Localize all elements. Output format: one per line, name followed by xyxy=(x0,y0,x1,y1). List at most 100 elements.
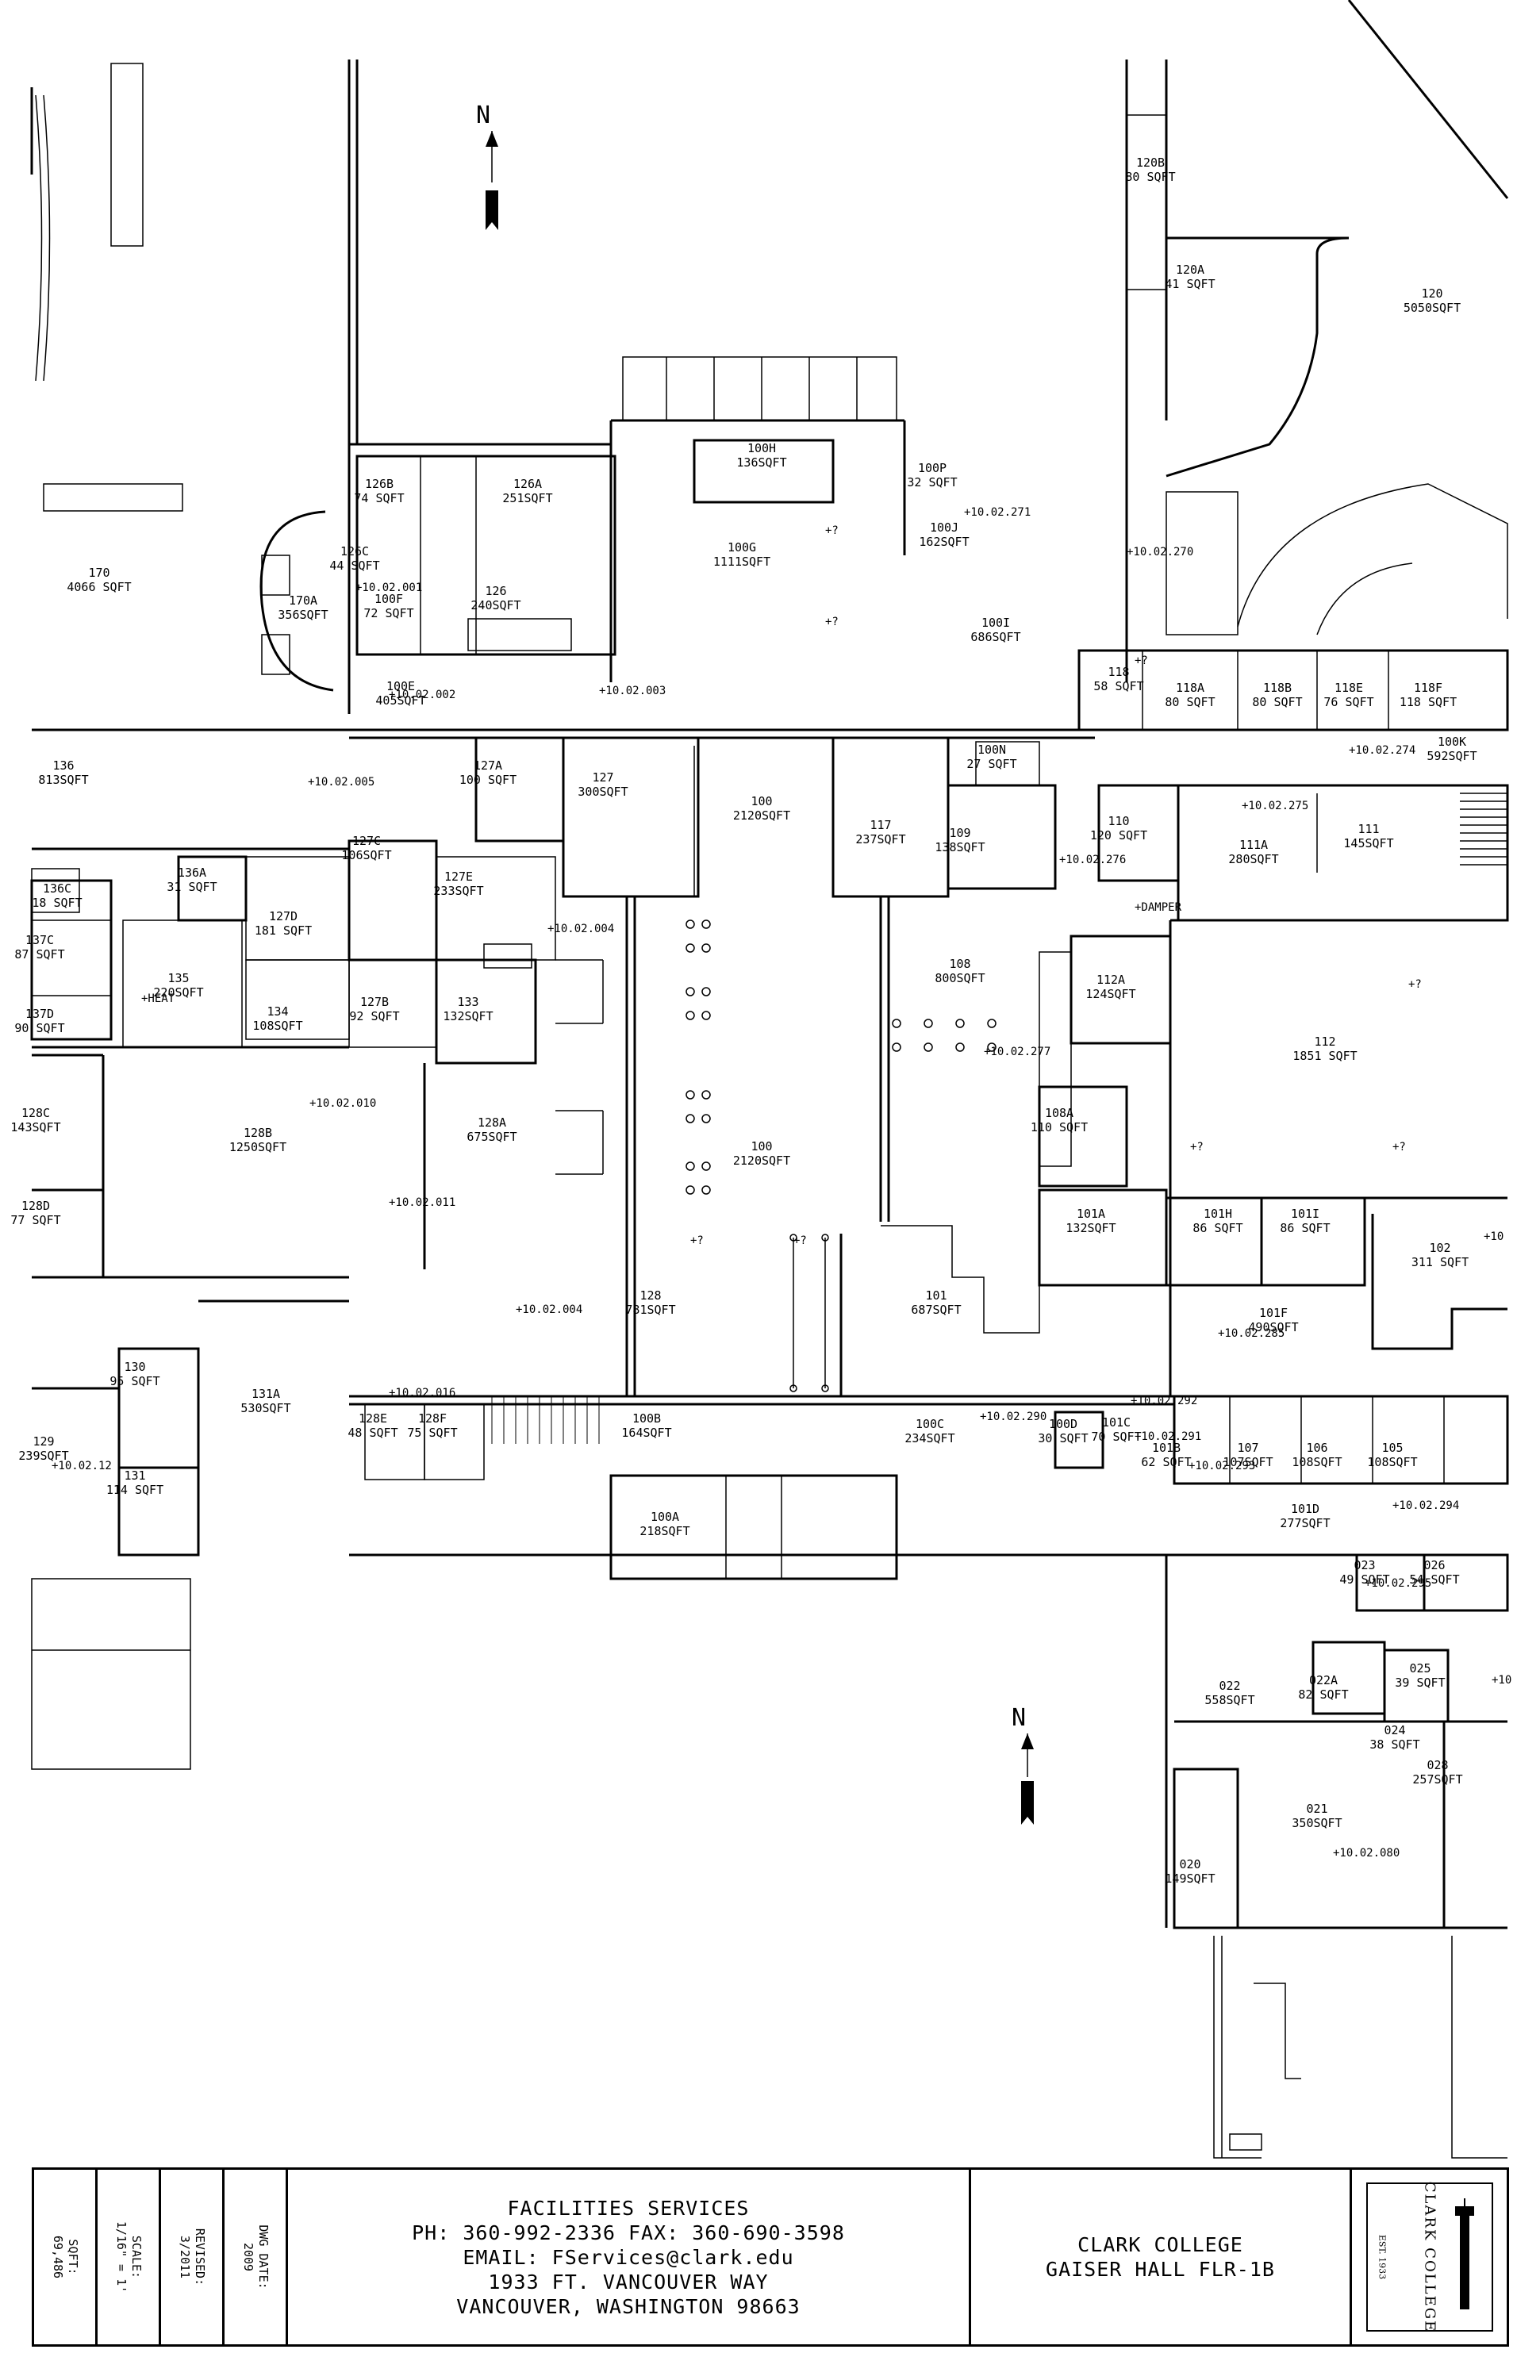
elevation-marker: +10 xyxy=(1492,1674,1511,1687)
north-arrow-label: N xyxy=(1012,1704,1026,1732)
room-number: 111 xyxy=(1358,822,1379,836)
room-area: 277SQFT xyxy=(1280,1516,1330,1530)
elevation-marker: +10.02.011 xyxy=(389,1196,455,1209)
room-area: 675SQFT xyxy=(467,1130,517,1144)
room-area: 90 SQFT xyxy=(14,1021,64,1035)
room-number: 117 xyxy=(870,818,891,832)
elevation-marker: +? xyxy=(825,616,839,628)
room-number: 170A xyxy=(289,593,317,608)
room-number: 107 xyxy=(1237,1441,1258,1455)
room-number: 020 xyxy=(1179,1857,1200,1871)
elevation-marker: +10.02.277 xyxy=(984,1046,1050,1058)
room-area: 27 SQFT xyxy=(966,757,1016,771)
room-number: 118B xyxy=(1263,681,1292,695)
room-area: 80 SQFT xyxy=(1165,695,1215,709)
room-area: 280SQFT xyxy=(1228,852,1278,866)
room-area: 490SQFT xyxy=(1248,1320,1298,1334)
room-area: 75 SQFT xyxy=(407,1426,457,1440)
room-area: 110 SQFT xyxy=(1031,1120,1088,1134)
room-number: 100 xyxy=(751,794,772,808)
room-area: 95 SQFT xyxy=(109,1374,159,1388)
room-number: 024 xyxy=(1384,1723,1405,1737)
room-area: 239SQFT xyxy=(18,1449,68,1463)
room-area: 106SQFT xyxy=(341,848,391,862)
room-area: 70 SQFT xyxy=(1091,1430,1141,1444)
room-number: 135 xyxy=(167,971,189,985)
facilities-info: FACILITIES SERVICES PH: 360-992-2336 FAX… xyxy=(288,2170,971,2344)
phone-fax: PH: 360-992-2336 FAX: 360-690-3598 xyxy=(412,2221,845,2244)
room-number: 100G xyxy=(728,540,756,555)
room-area: 592SQFT xyxy=(1427,749,1477,763)
room-area: 2120SQFT xyxy=(733,1154,790,1168)
room-area: 136SQFT xyxy=(736,455,786,470)
room-area: 2120SQFT xyxy=(733,808,790,823)
room-number: 022A xyxy=(1309,1673,1338,1687)
logo-est: EST. 1933 xyxy=(1377,2234,1387,2280)
scale-cell: SCALE: 1/16" = 1' xyxy=(98,2170,161,2344)
elevation-marker: +10.02.294 xyxy=(1392,1499,1459,1512)
room-area: 181 SQFT xyxy=(255,923,312,938)
room-number: 120 xyxy=(1421,286,1442,301)
room-number: 022 xyxy=(1219,1679,1240,1693)
elevation-marker: +10.02.291 xyxy=(1135,1430,1201,1443)
room-number: 111A xyxy=(1239,838,1268,852)
room-number: 118E xyxy=(1335,681,1363,695)
column-markers xyxy=(686,919,997,1392)
room-number: 120B xyxy=(1136,155,1165,170)
room-area: 86 SQFT xyxy=(1280,1221,1330,1235)
room-area: 781SQFT xyxy=(625,1303,675,1317)
room-area: 86 SQFT xyxy=(1192,1221,1242,1235)
room-area: 41 SQFT xyxy=(1165,277,1215,291)
room-number: 100P xyxy=(918,461,947,475)
room-area: 30 SQFT xyxy=(1038,1431,1088,1445)
room-area: 58 SQFT xyxy=(1093,679,1143,693)
room-number: 137C xyxy=(25,933,54,947)
room-number: 118A xyxy=(1176,681,1204,695)
room-number: 109 xyxy=(949,826,970,840)
elevation-marker: +10.02.002 xyxy=(389,689,455,701)
room-number: 101 xyxy=(925,1288,947,1303)
room-area: 92 SQFT xyxy=(349,1009,399,1023)
address-line-1: 1933 FT. VANCOUVER WAY xyxy=(488,2270,769,2294)
room-number: 126C xyxy=(340,544,369,559)
room-area: 132SQFT xyxy=(1066,1221,1116,1235)
room-area: 132SQFT xyxy=(443,1009,493,1023)
room-number: 101C xyxy=(1102,1415,1131,1430)
room-number: 101F xyxy=(1259,1306,1288,1320)
room-area: 118 SQFT xyxy=(1400,695,1457,709)
room-number: 100K xyxy=(1438,735,1466,749)
room-number: 128 xyxy=(639,1288,661,1303)
room-area: 1111SQFT xyxy=(713,555,770,569)
room-area: 164SQFT xyxy=(621,1426,671,1440)
room-area: 1851 SQFT xyxy=(1292,1049,1357,1063)
room-area: 72 SQFT xyxy=(363,606,413,620)
room-number: 129 xyxy=(33,1434,54,1449)
college-logo: CLARK COLLEGE EST. 1933 xyxy=(1365,2182,1493,2332)
room-number: 126A xyxy=(513,477,542,491)
room-number: 025 xyxy=(1409,1661,1431,1676)
room-area: 100 SQFT xyxy=(459,773,517,787)
room-area: 38 SQFT xyxy=(1369,1737,1419,1752)
room-area: 31 SQFT xyxy=(167,880,217,894)
room-number: 136C xyxy=(43,881,71,896)
north-arrow-bottom: N xyxy=(1012,1704,1034,1825)
elevation-marker: +? xyxy=(1408,978,1422,991)
room-number: 100D xyxy=(1049,1417,1077,1431)
room-number: 127A xyxy=(474,758,502,773)
room-area: 220SQFT xyxy=(153,985,203,1000)
room-area: 257SQFT xyxy=(1412,1772,1462,1787)
room-number: 128D xyxy=(21,1199,50,1213)
room-area: 240SQFT xyxy=(470,598,520,612)
room-number: 028 xyxy=(1427,1758,1448,1772)
elevation-markers: +10.02.271+10.02.270+10.02.001+10.02.002… xyxy=(52,506,1511,1860)
sqft-cell: SQFT: 69,486 xyxy=(34,2170,98,2344)
room-area: 5050SQFT xyxy=(1404,301,1461,315)
room-area: 44 SQFT xyxy=(329,559,379,573)
room-number: 100I xyxy=(981,616,1010,630)
room-area: 162SQFT xyxy=(919,535,969,549)
room-number: 100C xyxy=(916,1417,944,1431)
dwg-date-cell: DWG DATE: 2009 xyxy=(225,2170,288,2344)
room-number: 126B xyxy=(365,477,394,491)
room-number: 102 xyxy=(1429,1241,1450,1255)
